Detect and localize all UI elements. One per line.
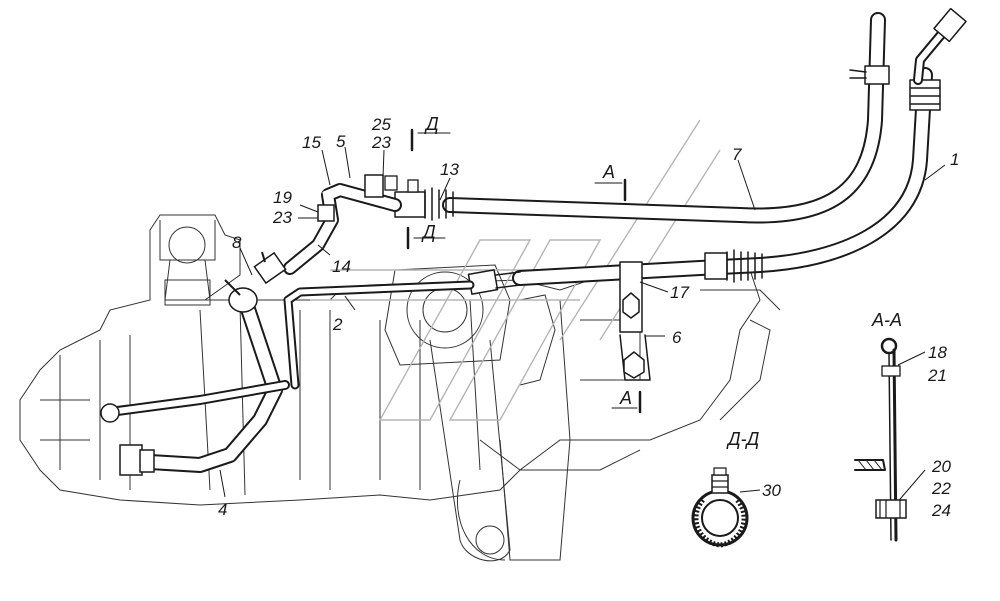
section-mark-a-bottom: А <box>611 388 642 414</box>
hose-1 <box>512 67 933 286</box>
section-mark-a-bottom-letter: А <box>619 388 632 408</box>
section-view-d-d <box>691 467 749 548</box>
view-title-d-d: Д-Д <box>726 429 760 449</box>
label-21: 21 <box>927 366 947 385</box>
pipe-2 <box>283 280 475 390</box>
sleeve-hose-1 <box>704 249 763 283</box>
view-title-a-a: А-А <box>871 310 902 330</box>
part-labels: 1 2 4 5 6 7 8 13 14 15 17 19 23 23 25 18… <box>218 115 959 520</box>
label-14: 14 <box>332 257 351 276</box>
fittings-top-right <box>849 7 967 111</box>
section-mark-d-bottom-letter: Д <box>421 222 436 242</box>
label-17: 17 <box>670 283 689 302</box>
pipe-14-15 <box>253 174 419 285</box>
leader-lines <box>219 146 946 506</box>
label-30: 30 <box>762 481 781 500</box>
frame-outline <box>19 214 781 561</box>
label-7: 7 <box>732 145 742 164</box>
section-view-a-a <box>854 337 907 542</box>
label-23-left: 23 <box>272 208 292 227</box>
label-18: 18 <box>928 343 947 362</box>
label-8: 8 <box>232 233 242 252</box>
universal-joint <box>159 220 216 306</box>
label-23-top: 23 <box>371 133 391 152</box>
label-20: 20 <box>931 457 951 476</box>
label-6: 6 <box>672 328 682 347</box>
label-25: 25 <box>371 115 391 134</box>
section-mark-d-bottom: Д <box>406 222 446 250</box>
section-mark-d-top-letter: Д <box>424 114 439 134</box>
label-13: 13 <box>440 160 459 179</box>
return-pipe <box>100 380 290 423</box>
label-22: 22 <box>931 479 951 498</box>
section-mark-a-top: А <box>594 162 627 202</box>
label-1: 1 <box>950 150 959 169</box>
section-mark-d-top: Д <box>410 114 451 152</box>
label-15: 15 <box>302 133 321 152</box>
label-5: 5 <box>336 132 346 151</box>
hose-7 <box>442 12 886 224</box>
label-19: 19 <box>273 188 292 207</box>
label-4: 4 <box>218 500 227 519</box>
bracket-6-17 <box>619 261 651 381</box>
fitting-steering-gear <box>467 269 521 295</box>
pipe-4 <box>119 279 283 476</box>
label-2: 2 <box>332 315 343 334</box>
steering-gear <box>384 264 556 562</box>
section-mark-a-top-letter: А <box>602 162 615 182</box>
label-24: 24 <box>931 501 951 520</box>
